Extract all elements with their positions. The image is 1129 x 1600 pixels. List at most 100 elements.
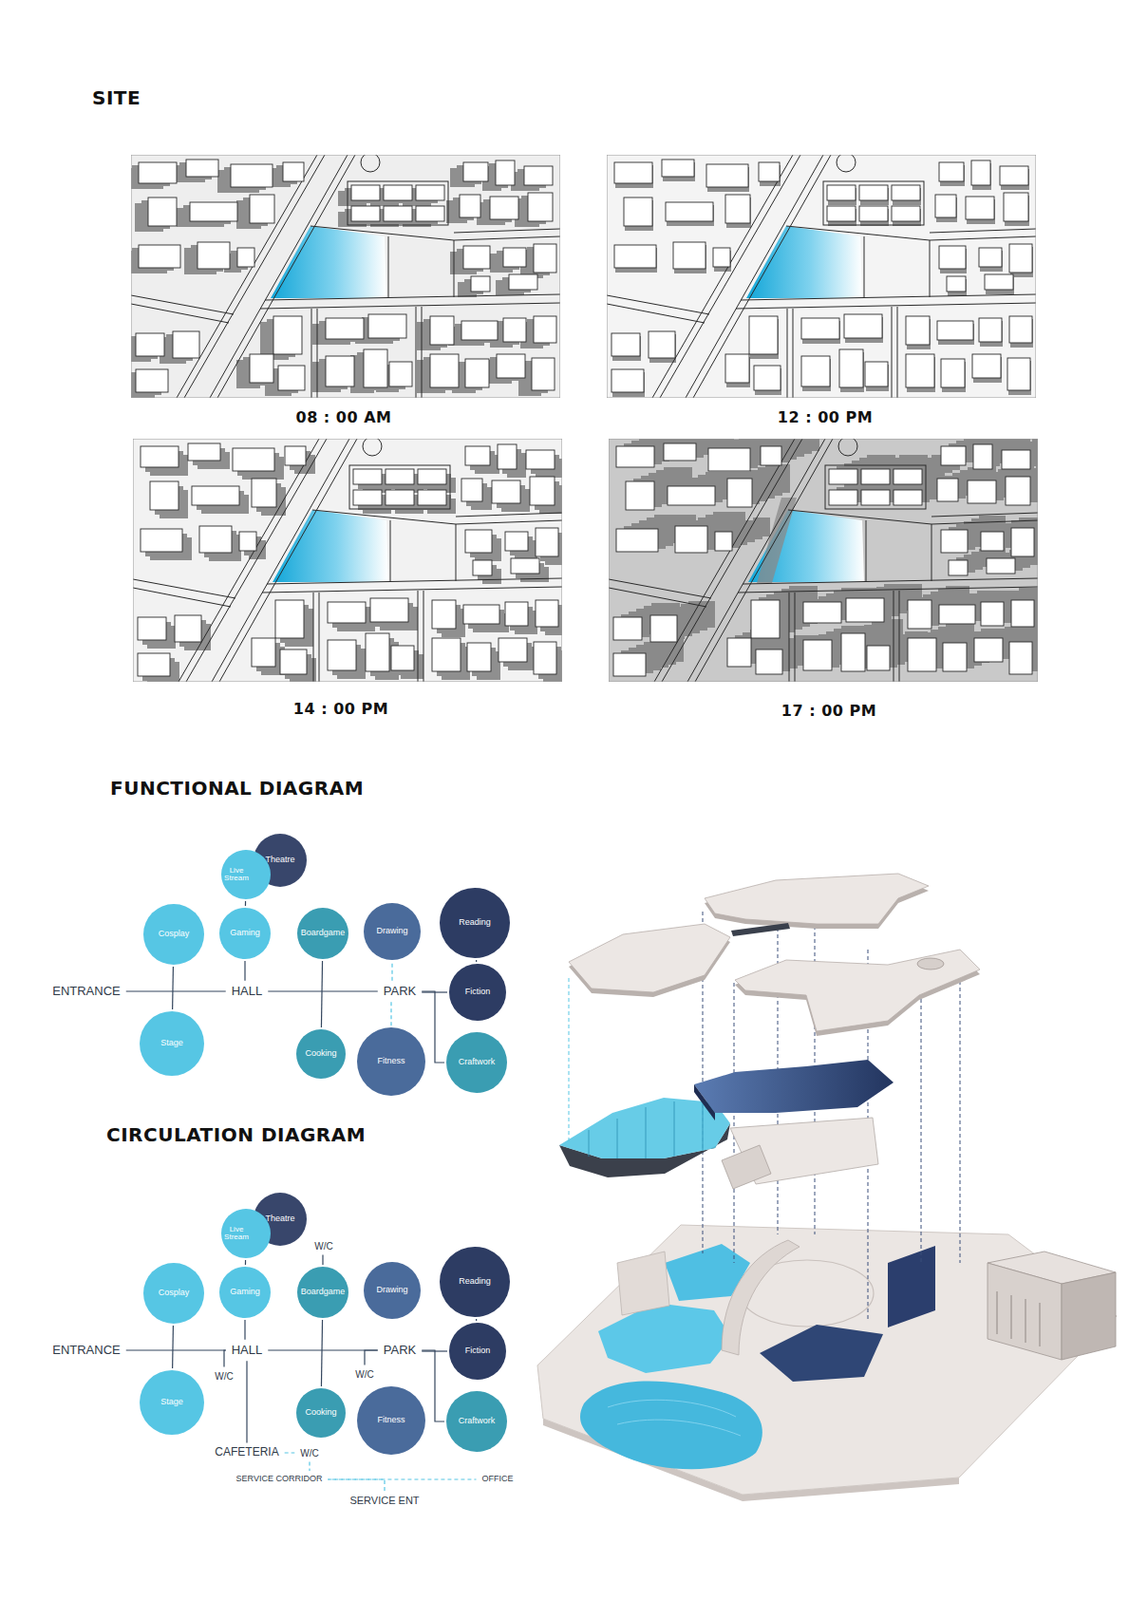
exploded-axonometric [777,887,779,1235]
room-circle: Reading [439,1246,510,1318]
connector-line [327,1479,385,1491]
circle-fill [139,1011,205,1076]
space-label: W/C [311,1240,336,1253]
circle-fill [363,1261,421,1319]
room-name: Fitness [376,1056,405,1067]
space-name: CAFETERIA [214,1446,279,1459]
shadow-map [608,438,1038,682]
room-name: Boardgame [301,1287,346,1298]
room-name: Live Stream [222,1225,251,1242]
room-circle: Cooking [296,1029,346,1079]
circle-fill [297,907,349,960]
circle-fill [139,1370,205,1435]
exploded-axonometric [734,949,980,1032]
room-circle: Boardgame [297,1266,349,1318]
connector-line [267,990,378,992]
exploded-axonometric [1061,1272,1116,1360]
room-name: Stage [160,1038,184,1049]
space-label: PARK [380,1342,419,1358]
space-label: ENTRANCE [49,1342,124,1358]
exploded-axonometric [959,954,961,1263]
room-circle: Stage [139,1011,205,1076]
room-name: Stage [160,1397,184,1408]
room-name: Fitness [376,1415,405,1426]
circle-fill [357,1386,426,1455]
connector-line [224,1350,226,1368]
room-name: Cooking [304,1408,337,1418]
space-label: W/C [297,1447,321,1460]
space-name: HALL [231,984,264,998]
connector-line [244,1260,246,1265]
connector-line [171,966,174,1010]
exploded-axonometric [721,1145,772,1189]
exploded-axonometric [588,1101,703,1159]
room-circle: Live Stream [221,849,271,900]
room-name: Reading [458,918,491,928]
space-name: OFFICE [482,1474,514,1485]
room-name: Theatre [264,855,295,866]
room-name: Cosplay [158,1288,190,1299]
space-name: W/C [314,1241,333,1252]
shadow-map [606,154,1036,398]
room-circle: Fitness [357,1027,426,1096]
room-circle: Gaming [219,907,271,960]
shadow-map [746,225,863,299]
circle-fill [143,903,205,965]
room-name: Live Stream [222,866,251,884]
shadow-map [270,225,387,299]
circle-fill [143,1262,205,1324]
connector-line [390,1001,392,1026]
space-label: OFFICE [479,1473,517,1486]
space-label: CAFETERIA [211,1445,282,1460]
space-label: SERVICE ENT [346,1493,422,1507]
circle-fill [363,903,421,960]
shadow-map [135,159,557,393]
room-circle: Drawing [363,903,421,960]
exploded-axonometric [568,978,570,1145]
shadow-map [606,154,1036,398]
section-title: FUNCTIONAL DIAGRAM [110,776,364,800]
circle-fill [446,1032,508,1093]
shadow-map [132,438,563,682]
exploded-axonometric [568,923,731,993]
circle-fill [297,1266,349,1318]
room-circle: Gaming [219,1266,271,1318]
exploded-axonometric [759,1324,884,1382]
exploded-axonometric [559,1097,731,1159]
room-name: Theatre [264,1214,295,1224]
room-circle: Fiction [449,963,507,1021]
exploded-axonometric [607,1399,741,1436]
room-circle: Fitness [357,1386,426,1455]
space-name: PARK [383,984,416,998]
space-label: W/C [211,1370,236,1383]
room-circle: Cosplay [143,903,205,965]
time-label: 12 : 00 PM [777,408,873,427]
exploded-axonometric [997,1291,1040,1347]
space-name: PARK [383,1343,416,1357]
space-label: HALL [228,1342,266,1358]
room-name: Craftwork [458,1057,496,1068]
space-name: W/C [300,1448,319,1459]
circle-fill [439,887,510,959]
shadow-map [272,509,389,583]
circle-fill [219,907,271,960]
space-label: PARK [380,983,419,999]
exploded-axonometric [987,1262,1062,1360]
space-name: SERVICE CORRIDOR [236,1474,323,1485]
circle-fill [296,1388,346,1438]
shadow-map [131,154,561,398]
connector-line [421,1350,445,1422]
room-circle: Cooking [296,1388,346,1438]
shadow-map [132,438,563,682]
shadow-map [608,438,1038,682]
space-name: ENTRANCE [52,1343,121,1357]
time-label: 14 : 00 PM [293,699,389,718]
room-circle: Cosplay [143,1262,205,1324]
room-name: Gaming [229,928,261,939]
connector-line [327,1478,476,1480]
exploded-axonometric [921,992,923,1263]
room-name: Fiction [465,987,491,998]
exploded-axonometric [568,887,960,1320]
